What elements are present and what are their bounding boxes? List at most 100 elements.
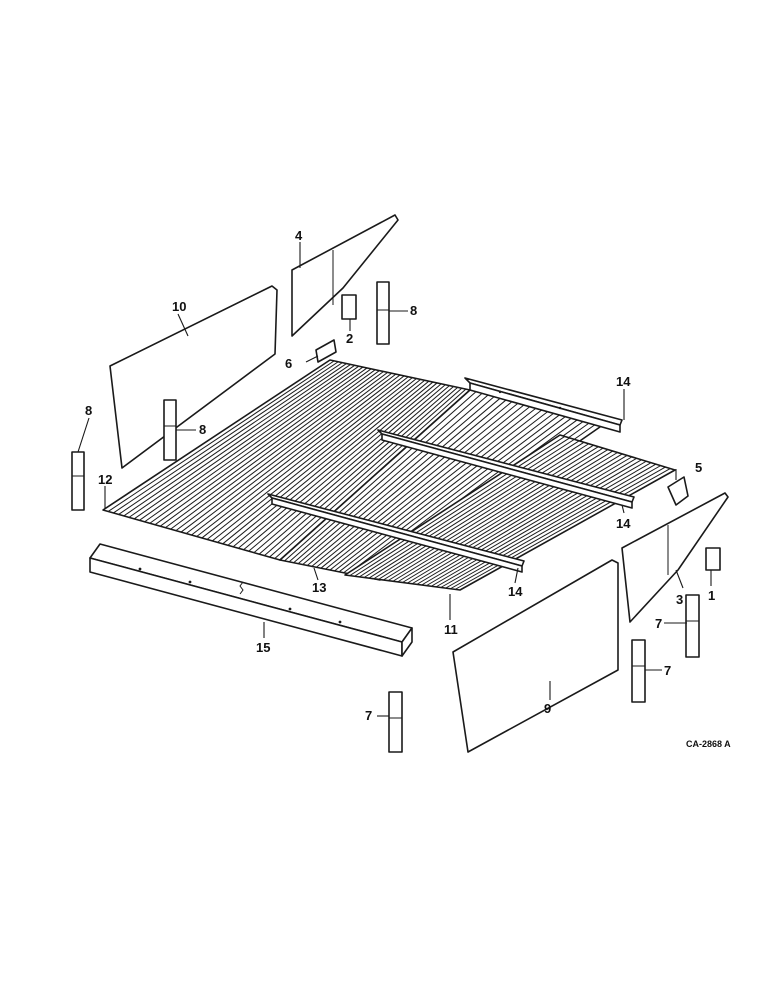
- corrugation-rib: [430, 460, 647, 587]
- callout-7-right-b: 7: [655, 616, 662, 631]
- corrugation-rib: [149, 367, 368, 524]
- floor-panel-12: [102, 359, 471, 561]
- callout-8-inner: 8: [199, 422, 206, 437]
- corrugation-rib: [201, 376, 409, 539]
- floor-panel-11: [344, 434, 676, 591]
- corrugation-rib: [368, 441, 585, 579]
- callout-14-front: 14: [508, 584, 523, 599]
- side-panel-9: [452, 559, 619, 753]
- corrugation-rib: [253, 385, 450, 554]
- corrugation-rib: [288, 392, 484, 563]
- corrugation-rib: [133, 364, 355, 520]
- gusset-6: [315, 339, 337, 363]
- corrugation-rib: [416, 456, 633, 585]
- corrugation-rib: [402, 452, 618, 583]
- callout-7-right-a: 7: [664, 663, 671, 678]
- corrugation-rib: [435, 462, 652, 588]
- corrugation-rib: [354, 437, 570, 577]
- corrugation-rib: [170, 371, 384, 530]
- corrugation-rib: [383, 446, 599, 581]
- corrugation-rib: [320, 401, 528, 569]
- corrugation-rib: [297, 395, 496, 565]
- corrugation-rib: [392, 449, 609, 582]
- bracket-1: [705, 547, 721, 571]
- corrugation-rib: [123, 363, 347, 517]
- corrugation-rib: [113, 361, 339, 514]
- end-panel-4: [291, 214, 399, 337]
- cross-member-14-front: [267, 493, 525, 573]
- corrugation-rib: [243, 383, 442, 551]
- corrugation-rib: [421, 457, 637, 586]
- corrugation-rib: [185, 373, 397, 534]
- callout-6: 6: [285, 356, 292, 371]
- callout-5: 5: [695, 460, 702, 475]
- corrugation-rib: [269, 387, 463, 558]
- corrugation-rib: [238, 382, 438, 549]
- cross-member-14-middle: [377, 429, 635, 509]
- corrugation-rib: [347, 410, 566, 575]
- corrugation-rib: [165, 370, 380, 529]
- bracket-2: [341, 294, 357, 320]
- drawing-code: CA-2868 A: [686, 739, 731, 749]
- cross-member-14-rear: [464, 377, 623, 433]
- stake-8-rear: [376, 281, 390, 345]
- corrugation-rib: [139, 365, 360, 521]
- corrugation-rib: [302, 396, 503, 565]
- callout-11: 11: [444, 622, 458, 637]
- corrugation-rib: [222, 379, 426, 545]
- corrugation-rib: [450, 466, 666, 590]
- corrugation-rib: [359, 438, 575, 578]
- callout-9: 9: [544, 701, 551, 716]
- stake-7-front: [388, 691, 403, 753]
- corrugation-rib: [258, 386, 454, 555]
- corrugation-rib: [440, 463, 657, 588]
- corrugation-rib: [349, 436, 566, 577]
- corrugation-rib: [363, 440, 580, 578]
- corrugation-rib: [264, 386, 458, 556]
- corrugation-rib: [206, 377, 413, 540]
- corrugation-rib: [248, 384, 446, 552]
- stake-8-inner: [163, 399, 177, 461]
- floor-panel-13: [279, 389, 611, 581]
- callout-12: 12: [98, 472, 112, 487]
- corrugation-rib: [293, 393, 490, 564]
- callout-8-rear: 8: [410, 303, 417, 318]
- side-panel-10: [109, 285, 278, 469]
- angle-rail-15: [89, 543, 413, 657]
- callout-7-front: 7: [365, 708, 372, 723]
- corrugation-rib: [144, 366, 364, 523]
- corrugation-rib: [397, 450, 613, 583]
- callout-8-left: 8: [85, 403, 92, 418]
- stake-7-right-a: [631, 639, 646, 703]
- corrugation-rib: [426, 459, 642, 587]
- callout-2: 2: [346, 331, 353, 346]
- corrugation-rib: [128, 364, 351, 518]
- corrugation-rib: [343, 408, 560, 574]
- callout-3: 3: [676, 592, 683, 607]
- callout-14-middle: 14: [616, 516, 631, 531]
- corrugation-rib: [154, 368, 372, 526]
- corrugation-rib: [175, 371, 388, 531]
- corrugation-rib: [454, 468, 671, 590]
- corrugation-rib: [311, 399, 515, 567]
- corrugation-rib: [212, 378, 417, 542]
- corrugation-rib: [306, 397, 509, 566]
- callout-13: 13: [312, 580, 326, 595]
- corrugation-rib: [325, 403, 534, 570]
- corrugation-rib: [227, 380, 430, 546]
- corrugation-rib: [407, 453, 623, 584]
- callout-10: 10: [172, 299, 186, 314]
- corrugation-rib: [118, 362, 343, 515]
- leader-lines: [77, 242, 712, 717]
- corrugation-rib: [191, 374, 401, 536]
- corrugation-rib: [338, 407, 554, 573]
- corrugation-rib: [445, 465, 661, 589]
- corrugation-rib: [107, 360, 335, 512]
- corrugation-rib: [159, 369, 376, 527]
- corrugation-rib: [217, 379, 421, 543]
- corrugation-rib: [232, 381, 434, 548]
- stake-7-right-b: [685, 594, 700, 658]
- corrugation-rib: [316, 400, 522, 568]
- corrugation-rib: [411, 454, 628, 585]
